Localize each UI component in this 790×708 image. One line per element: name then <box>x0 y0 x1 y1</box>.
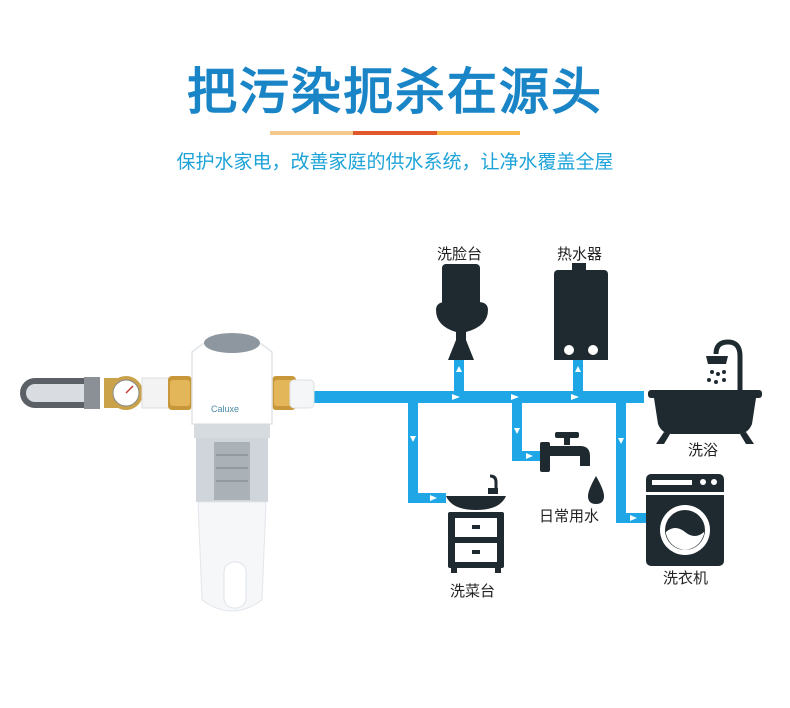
pipe-riser-heater <box>573 360 583 398</box>
flow-arrows <box>410 366 637 521</box>
arrow-right-icon <box>452 394 460 400</box>
bathtub-icon <box>648 339 762 444</box>
label-water-heater: 热水器 <box>557 245 603 263</box>
pipe-drop-washer <box>616 397 626 523</box>
arrow-up-icon <box>456 366 462 372</box>
page-subtitle: 保护水家电，改善家庭的供水系统，让净水覆盖全屋 <box>176 151 614 173</box>
inlet-hose <box>20 377 100 409</box>
prefilter-unit <box>168 333 315 612</box>
pipe-riser-toilet <box>454 360 464 398</box>
water-drop-icon <box>588 476 604 504</box>
arrow-down-icon <box>618 438 624 444</box>
label-wash-basin: 洗脸台 <box>437 245 483 263</box>
label-vegetable-sink: 洗菜台 <box>450 582 496 600</box>
arrow-right-icon <box>430 495 437 501</box>
filter-brand-text: Caluxe <box>211 404 239 414</box>
divider-segment-left <box>270 131 354 135</box>
page-title: 把污染扼杀在源头 <box>187 63 603 121</box>
label-washing-machine: 洗衣机 <box>663 569 709 587</box>
toilet-icon <box>436 264 488 360</box>
arrow-right-icon <box>526 453 533 459</box>
pipe-drop-sink <box>408 397 418 503</box>
arrow-right-icon <box>571 394 579 400</box>
pressure-gauge <box>104 376 173 410</box>
arrow-down-icon <box>410 436 416 442</box>
label-bath: 洗浴 <box>688 441 719 459</box>
divider-segment-right <box>436 131 520 135</box>
arrow-down-icon <box>514 428 520 434</box>
arrow-right-icon <box>630 515 637 521</box>
title-divider <box>270 131 520 135</box>
arrow-right-icon <box>511 394 519 400</box>
pipe-branch-sink <box>408 493 446 503</box>
main-pipe <box>310 391 644 403</box>
faucet-icon <box>540 432 590 472</box>
label-daily-water: 日常用水 <box>539 507 600 525</box>
sink-cabinet-icon <box>446 474 506 573</box>
washing-machine-icon <box>646 474 724 566</box>
water-heater-icon <box>554 263 608 360</box>
divider-segment-middle <box>353 131 437 135</box>
arrow-up-icon <box>575 366 581 372</box>
